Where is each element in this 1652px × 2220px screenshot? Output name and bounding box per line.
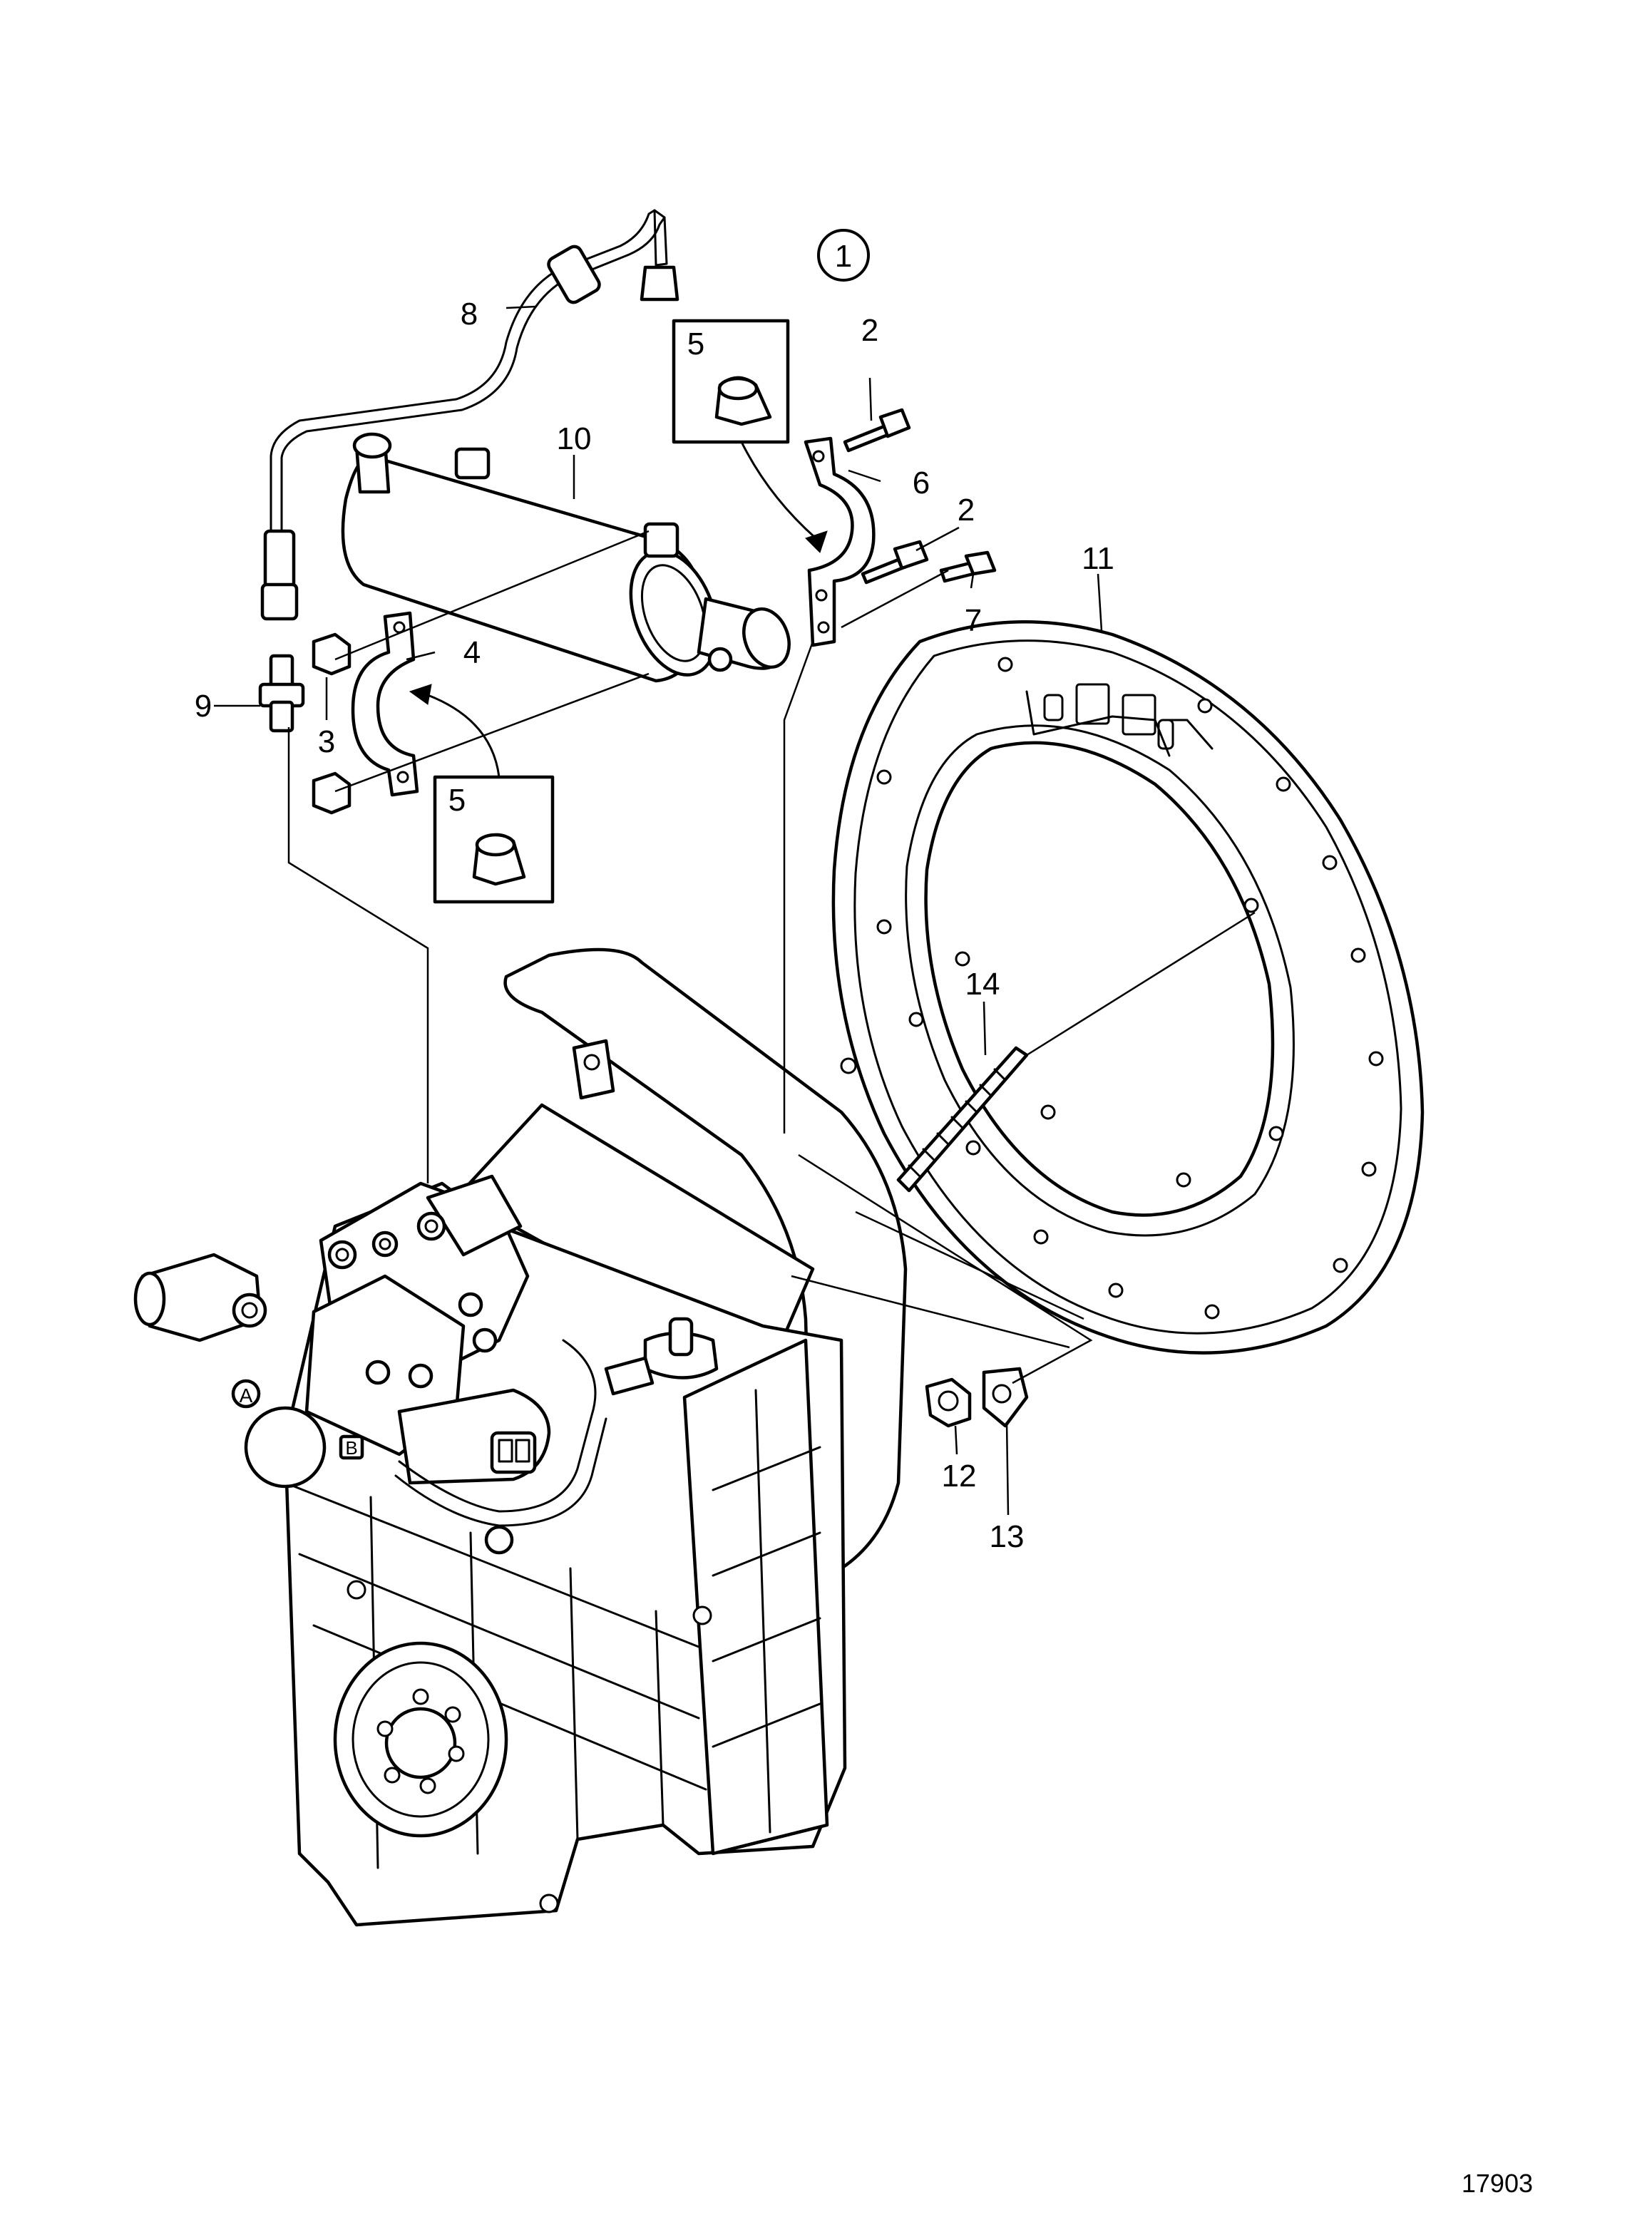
callout-2-upper: 2 [861, 313, 878, 348]
callout-10: 10 [557, 421, 592, 456]
control-valve-block: A B [133, 1174, 607, 1555]
callout-labels: 2 2 3 4 5 5 6 7 8 9 10 11 12 13 14 [195, 297, 1114, 1554]
valve-port-mark-a: A [240, 1384, 253, 1407]
clamp-bracket-top [804, 436, 876, 647]
callout-2-lower: 2 [958, 493, 975, 528]
oil-cooler [341, 432, 791, 683]
sealant-arrows [409, 441, 828, 778]
group-marker-label: 1 [835, 239, 852, 274]
callout-6: 6 [913, 466, 930, 500]
oil-pipe [260, 209, 679, 621]
callout-13: 13 [990, 1519, 1025, 1554]
output-flange-bolts [376, 1688, 465, 1794]
bolts [843, 408, 997, 585]
callout-8: 8 [461, 297, 478, 332]
nut-and-washer [925, 1367, 1029, 1428]
group-marker: 1 [817, 229, 870, 282]
callout-3: 3 [318, 724, 335, 759]
callout-9: 9 [195, 689, 212, 724]
valve-port-mark-b: B [345, 1437, 357, 1459]
flange-gasket [831, 620, 1425, 1355]
nuts [312, 632, 352, 815]
callout-7: 7 [965, 603, 982, 638]
callout-4: 4 [463, 635, 481, 670]
figure-number: 17903 [1462, 2169, 1533, 2198]
callout-5-lower: 5 [448, 783, 466, 818]
callout-14: 14 [965, 967, 1000, 1002]
stud [896, 1046, 1029, 1193]
leader-lines [214, 305, 1256, 1516]
sealant-box-top [672, 319, 790, 444]
callout-12: 12 [942, 1459, 977, 1494]
callout-5-upper: 5 [687, 327, 704, 361]
clamp-bracket-bottom [351, 611, 419, 797]
sealant-box-bottom [433, 775, 555, 904]
flange-bolt-holes [876, 657, 1384, 1320]
callout-11: 11 [1082, 541, 1114, 576]
union-nipple [258, 654, 305, 733]
